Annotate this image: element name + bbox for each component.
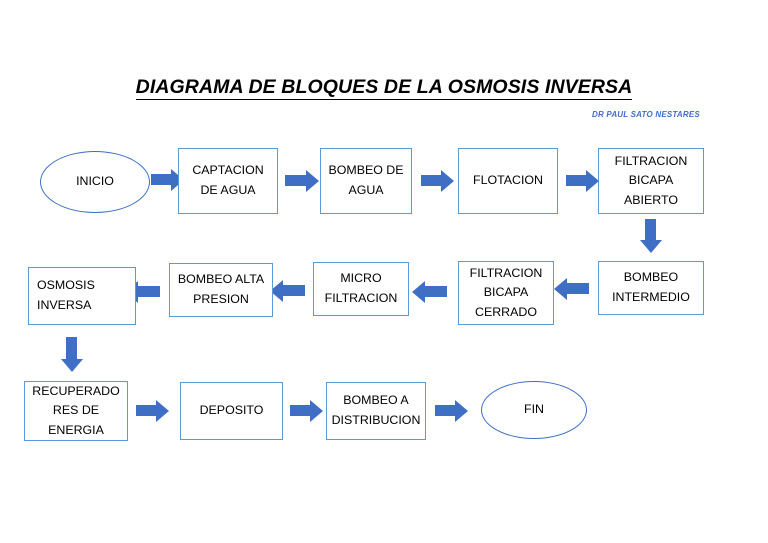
- node-osmosis-inversa-label: OSMOSIS INVERSA: [37, 278, 95, 312]
- node-osmosis-inversa[interactable]: OSMOSIS INVERSA: [28, 267, 136, 325]
- node-bombeo-a-distribucion[interactable]: BOMBEO A DISTRIBUCION: [326, 382, 426, 440]
- arrow-bombeo-intermedio-to-filtracion-cerrado: [554, 277, 589, 300]
- node-micro-filtracion[interactable]: MICRO FILTRACION: [313, 262, 409, 316]
- arrow-osmosis-inversa-to-recuperadores: [60, 337, 83, 372]
- node-fin-label: FIN: [524, 402, 544, 417]
- node-recuperadores-de-energia-label: RECUPERADO RES DE ENERGIA: [32, 383, 120, 437]
- arrow-bombeo-agua-to-flotacion: [421, 169, 454, 192]
- page-title-text: DIAGRAMA DE BLOQUES DE LA OSMOSIS INVERS…: [135, 76, 633, 100]
- node-filtracion-bicapa-abierto[interactable]: FILTRACION BICAPA ABIERTO: [598, 148, 704, 214]
- node-captacion-de-agua[interactable]: CAPTACION DE AGUA: [178, 148, 278, 214]
- arrow-filtracion-cerrado-to-micro-filtracion: [412, 280, 447, 303]
- node-deposito[interactable]: DEPOSITO: [180, 382, 283, 440]
- node-inicio[interactable]: INICIO: [40, 151, 150, 213]
- node-bombeo-intermedio[interactable]: BOMBEO INTERMEDIO: [598, 261, 704, 315]
- arrow-recuperadores-to-deposito: [136, 399, 169, 422]
- node-deposito-label: DEPOSITO: [199, 403, 264, 418]
- node-filtracion-bicapa-cerrado[interactable]: FILTRACION BICAPA CERRADO: [458, 261, 554, 325]
- node-filtracion-bicapa-cerrado-label: FILTRACION BICAPA CERRADO: [469, 265, 543, 319]
- arrow-deposito-to-bombeo-distribucion: [290, 399, 323, 422]
- arrow-captacion-to-bombeo-agua: [285, 169, 319, 192]
- node-bombeo-alta-presion[interactable]: BOMBEO ALTA PRESION: [169, 263, 273, 317]
- arrow-micro-filtracion-to-bombeo-alta-presion: [270, 279, 305, 302]
- node-filtracion-bicapa-abierto-label: FILTRACION BICAPA ABIERTO: [614, 153, 688, 207]
- arrow-filtracion-abierto-to-bombeo-intermedio: [639, 219, 662, 253]
- node-micro-filtracion-label: MICRO FILTRACION: [324, 271, 398, 305]
- node-flotacion-label: FLOTACION: [473, 173, 543, 188]
- arrow-flotacion-to-filtracion-abierto: [566, 169, 599, 192]
- node-fin[interactable]: FIN: [481, 381, 587, 439]
- node-bombeo-a-distribucion-label: BOMBEO A DISTRIBUCION: [331, 393, 421, 427]
- node-bombeo-de-agua-label: BOMBEO DE AGUA: [328, 163, 404, 197]
- node-inicio-label: INICIO: [76, 174, 114, 189]
- arrow-inicio-to-captacion: [151, 168, 184, 191]
- author-byline: DR PAUL SATO NESTARES: [592, 110, 700, 119]
- arrow-bombeo-distribucion-to-fin: [435, 399, 468, 422]
- node-captacion-de-agua-label: CAPTACION DE AGUA: [192, 163, 264, 197]
- node-bombeo-intermedio-label: BOMBEO INTERMEDIO: [612, 270, 690, 304]
- node-recuperadores-de-energia[interactable]: RECUPERADO RES DE ENERGIA: [24, 381, 128, 441]
- node-bombeo-alta-presion-label: BOMBEO ALTA PRESION: [177, 272, 265, 306]
- arrow-bombeo-alta-presion-to-osmosis-inversa: [125, 280, 160, 303]
- page-title: DIAGRAMA DE BLOQUES DE LA OSMOSIS INVERS…: [0, 76, 768, 100]
- node-flotacion[interactable]: FLOTACION: [458, 148, 558, 214]
- node-bombeo-de-agua[interactable]: BOMBEO DE AGUA: [320, 148, 412, 214]
